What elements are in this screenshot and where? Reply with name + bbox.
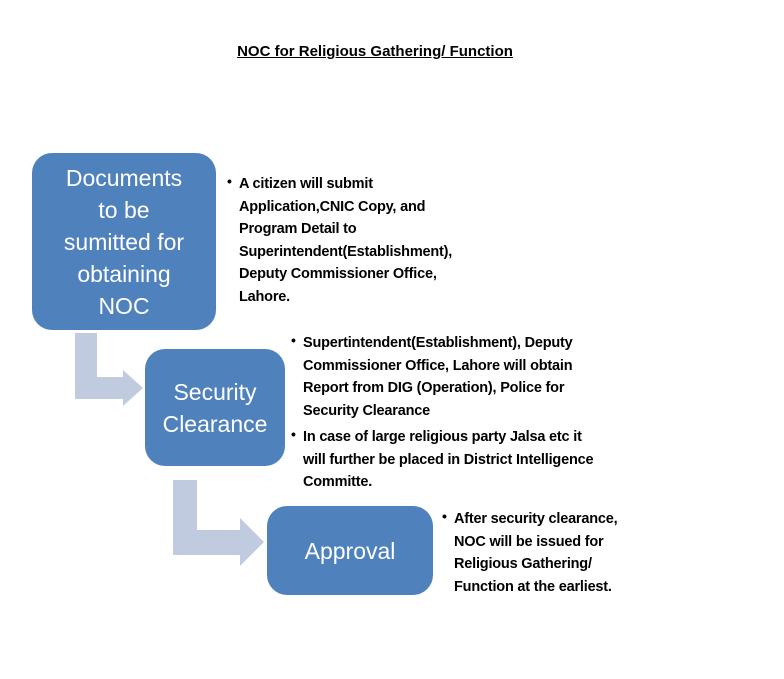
bullet-line: Commissioner Office, Lahore will obtain [303, 357, 573, 374]
bullet-line: Supertintendent(Establishment), Deputy [303, 335, 573, 351]
bullet-line: will further be placed in District Intel… [303, 451, 594, 468]
step-security-bullet: In case of large religious party Jalsa e… [303, 426, 594, 494]
step-label-line: sumitted for [63, 228, 185, 255]
arrow-step2-to-step3 [173, 480, 264, 566]
bullet-icon: • [442, 508, 447, 524]
bullet-icon: • [227, 173, 232, 189]
step-label-line: obtaining [77, 260, 171, 287]
bullet-line: Religious Gathering/ [454, 556, 592, 572]
step-approval-bullet: After security clearance, NOC will be is… [454, 508, 618, 598]
step-documents-box: Documents to be sumitted for obtaining N… [32, 153, 216, 330]
step-approval-box: Approval [267, 506, 433, 595]
bullet-line: After security clearance, [454, 511, 618, 527]
step-label-line: Approval [304, 537, 396, 564]
step-label-line: NOC [98, 292, 150, 319]
bullet-icon: • [291, 332, 296, 348]
bullet-line: Deputy Commissioner Office, [239, 266, 437, 282]
bullet-line: Function at the earliest. [454, 578, 612, 595]
bullet-line: Program Detail to [239, 221, 357, 237]
step-security-box: Security Clearance [145, 349, 285, 466]
arrow-step1-to-step2 [75, 333, 143, 406]
bullet-line: Application,CNIC Copy, and [239, 198, 426, 215]
step-label-line: Documents [65, 164, 183, 191]
bullet-line: A citizen will submit [239, 176, 373, 192]
bullet-line: Superintendent(Establishment), [239, 243, 453, 260]
bullet-line: In case of large religious party Jalsa e… [303, 429, 582, 445]
bullet-line: Committe. [303, 474, 373, 490]
step-label-line: to be [98, 196, 150, 223]
bullet-line: Security Clearance [303, 402, 430, 419]
bullet-line: Lahore. [239, 288, 290, 305]
bullet-icon: • [291, 426, 296, 442]
bullet-line: NOC will be issued for [454, 533, 604, 550]
diagram-title: NOC for Religious Gathering/ Function [237, 43, 513, 60]
step-documents-bullet: A citizen will submit Application,CNIC C… [239, 173, 452, 308]
step-security-bullet: Supertintendent(Establishment), Deputy C… [303, 332, 573, 422]
step-label-line: Security [173, 378, 257, 405]
bullet-line: Report from DIG (Operation), Police for [303, 380, 565, 396]
step-label-line: Clearance [162, 410, 268, 437]
